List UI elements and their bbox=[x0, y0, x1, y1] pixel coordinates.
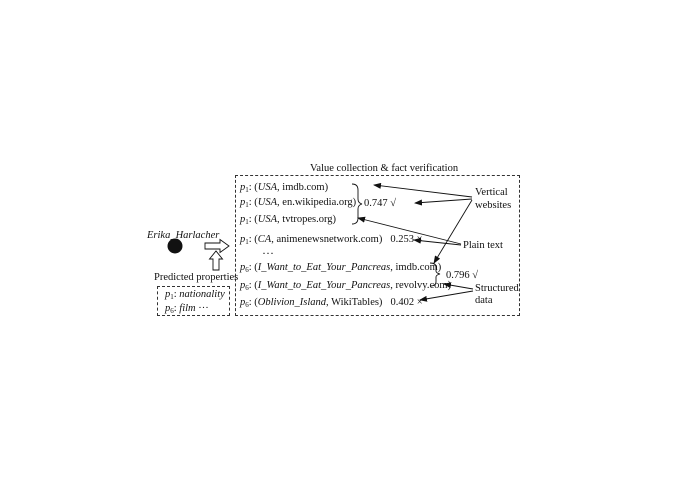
value-row: p6: (I_Want_to_Eat_Your_Pancreas, imdb.c… bbox=[240, 262, 442, 274]
arrow-structured-2 bbox=[419, 290, 474, 302]
score-label: 0.402 × bbox=[390, 297, 423, 308]
value-row: p1: (USA, imdb.com) bbox=[240, 182, 329, 194]
entity-label: Erika_Harlacher bbox=[147, 230, 220, 241]
entity-node bbox=[167, 238, 183, 254]
arrow-vertical-3 bbox=[433, 199, 473, 264]
group-score-usa: 0.747 √ bbox=[364, 198, 397, 209]
brace-pancreas bbox=[429, 262, 441, 287]
source-label-structured: data bbox=[475, 295, 493, 306]
value-row: p1: (USA, en.wikipedia.org) bbox=[240, 197, 357, 209]
source-label-vertical: websites bbox=[475, 200, 512, 211]
hollow-arrow-right-icon bbox=[204, 238, 230, 254]
property-item: p6: film ··· bbox=[165, 303, 209, 315]
predicted-properties-box bbox=[157, 286, 230, 316]
value-row: p6: (Oblivion_Island, WikiTables)0.402 × bbox=[240, 297, 423, 309]
source-label-structured: Structured bbox=[475, 283, 519, 294]
diagram-title: Value collection & fact verification bbox=[310, 163, 459, 174]
group-score-pancreas: 0.796 √ bbox=[446, 270, 479, 281]
arrow-plain-2 bbox=[413, 237, 462, 246]
value-row: p1: (USA, tvtropes.org) bbox=[240, 214, 337, 226]
hollow-arrow-up-icon bbox=[208, 250, 224, 271]
arrow-structured-1 bbox=[443, 282, 474, 290]
value-row: p1: (CA, animenewsnetwork.com)0.253 × bbox=[240, 234, 423, 246]
arrow-plain-1 bbox=[357, 216, 462, 245]
arrow-vertical-2 bbox=[414, 198, 473, 206]
source-label-vertical: Vertical bbox=[475, 187, 508, 198]
arrow-vertical-1 bbox=[373, 182, 473, 198]
predicted-properties-label: Predicted properties bbox=[154, 272, 239, 283]
score-label: 0.253 × bbox=[390, 234, 423, 245]
value-collection-box bbox=[235, 175, 520, 316]
value-row: p6: (I_Want_to_Eat_Your_Pancreas, revolv… bbox=[240, 280, 452, 292]
brace-usa bbox=[351, 183, 363, 225]
source-label-plain: Plain text bbox=[463, 240, 503, 251]
property-item: p1: nationality bbox=[165, 289, 225, 301]
ellipsis: ··· bbox=[262, 246, 274, 260]
